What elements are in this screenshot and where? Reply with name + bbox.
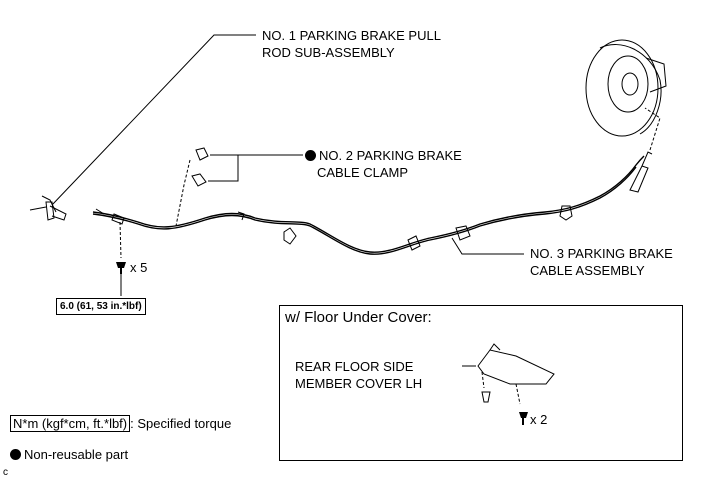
leader-cable-clamp (208, 154, 303, 182)
inset-title: w/ Floor Under Cover: (285, 309, 432, 326)
parking-brake-cable (92, 155, 645, 253)
bolt-inset (519, 412, 528, 418)
label-cable-clamp: NO. 2 PARKING BRAKE CABLE CLAMP (305, 147, 462, 181)
leader-cable-assembly (451, 237, 524, 255)
floor-side-cover-part (477, 343, 555, 405)
leader-pull-rod (51, 34, 256, 206)
non-reusable-legend-icon (10, 449, 21, 460)
legend-non-reusable: Non-reusable part (10, 446, 128, 463)
torque-value-box: 6.0 (61, 53 in.*lbf) (56, 298, 146, 315)
brake-disc-part (585, 39, 667, 137)
bolt-quantity-inset: x 2 (530, 412, 548, 427)
pull-rod-part (29, 195, 67, 221)
label-pull-rod: NO. 1 PARKING BRAKE PULL ROD SUB-ASSEMBL… (262, 28, 441, 60)
legend-torque-text: : Specified torque (130, 416, 232, 431)
corner-code: c (3, 467, 8, 478)
bolt-quantity-main: x 5 (130, 260, 148, 275)
label-floor-side-cover: REAR FLOOR SIDE MEMBER COVER LH (295, 359, 423, 391)
label-cable-assembly: NO. 3 PARKING BRAKE CABLE ASSEMBLY (530, 246, 673, 278)
floor-under-cover-inset: w/ Floor Under Cover: REAR FLOOR SIDE ME… (279, 305, 683, 461)
legend-torque: N*m (kgf*cm, ft.*lbf): Specified torque (10, 415, 231, 432)
bolt-main (116, 262, 126, 268)
non-reusable-icon (305, 150, 316, 161)
legend-torque-unit: N*m (kgf*cm, ft.*lbf) (10, 415, 131, 432)
